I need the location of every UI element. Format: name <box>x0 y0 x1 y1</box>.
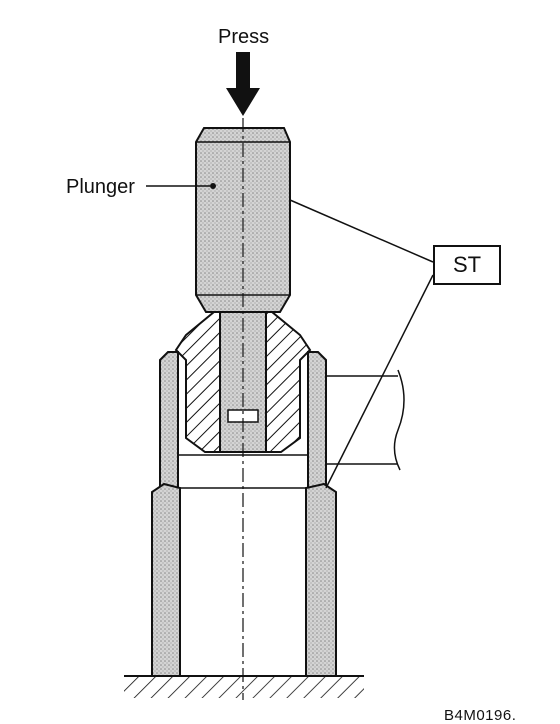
guide-sleeve <box>159 351 327 489</box>
base-cylinder <box>151 482 337 677</box>
press-label: Press <box>218 26 270 48</box>
press-arrow <box>226 52 260 116</box>
ground <box>124 675 364 698</box>
plunger-leader <box>146 183 216 189</box>
st-leader-lines <box>289 199 434 489</box>
housing <box>326 369 405 471</box>
bushing <box>174 311 312 453</box>
plunger-label: Plunger <box>66 176 135 198</box>
st-label: ST <box>433 245 501 285</box>
figure-code: B4M0196. <box>444 707 517 724</box>
